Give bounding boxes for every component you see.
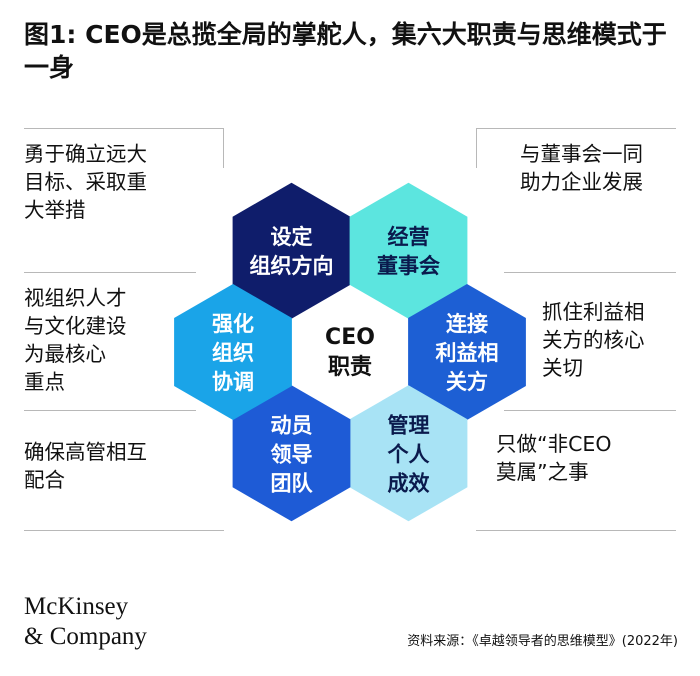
right-divider-1 [476, 128, 676, 129]
left-divider-3 [24, 410, 196, 411]
note-left-top: 勇于确立远大目标、采取重大举措 [24, 142, 147, 222]
left-divider-1 [24, 128, 224, 129]
note-right-mid: 抓住利益相关方的核心关切 [542, 300, 645, 380]
right-divider-2 [504, 272, 676, 273]
center-hub: CEO 职责 [325, 325, 375, 380]
hexagon-label-personal-2: 个人 [388, 442, 430, 466]
note-left-mid: 视组织人才与文化建设为最核心重点 [24, 286, 127, 394]
hexagon-label-stakeholders-3: 关方 [446, 370, 488, 394]
hexagon-shape-org-align [174, 284, 292, 420]
left-top-rule [223, 128, 224, 168]
hexagon-label-set-direction-1: 设定 [271, 225, 313, 249]
hexagon-shape-board [349, 182, 468, 319]
hexagon-label-lead-team-3: 团队 [271, 471, 314, 495]
right-divider-3 [504, 410, 676, 411]
hexagon-label-lead-team-2: 领导 [271, 442, 313, 466]
hexagon-label-org-align-3: 协调 [212, 370, 254, 394]
hexagon-shape-lead-team [232, 385, 351, 522]
mckinsey-logo: McKinsey & Company [24, 593, 147, 650]
hexagon-shape-personal [349, 385, 468, 522]
right-divider-4 [476, 530, 676, 531]
center-label-line1: CEO [325, 325, 375, 350]
hexagon-label-lead-team-1: 动员 [271, 413, 313, 437]
hexagon-shape-set-direction [232, 182, 351, 319]
right-top-rule [476, 128, 477, 168]
hexagon-label-set-direction-2: 组织方向 [250, 254, 334, 278]
note-left-bottom: 确保高管相互配合 [24, 440, 147, 492]
hexagon-label-stakeholders-1: 连接 [446, 312, 488, 336]
left-divider-2 [24, 272, 196, 273]
hexagon-label-board-2: 董事会 [377, 254, 440, 278]
hexagon-label-personal-3: 成效 [388, 471, 430, 495]
center-label-line2: 职责 [328, 354, 372, 380]
hexagon-label-org-align-2: 组织 [212, 341, 254, 365]
hexagon-label-org-align-1: 强化 [212, 312, 254, 336]
hexagon-label-personal-1: 管理 [388, 413, 430, 437]
hexagon-label-stakeholders-2: 利益相 [436, 341, 499, 365]
source-note: 资料来源：《卓越领导者的思维模型》(2022年) [407, 634, 678, 649]
hexagon-label-board-1: 经营 [388, 225, 430, 249]
hexagon-shape-stakeholders [408, 284, 526, 420]
left-divider-4 [24, 530, 224, 531]
note-right-top: 与董事会一同助力企业发展 [520, 142, 643, 194]
page-title: 图1: CEO是总揽全局的掌舵人，集六大职责与思维模式于一身 [24, 20, 667, 82]
